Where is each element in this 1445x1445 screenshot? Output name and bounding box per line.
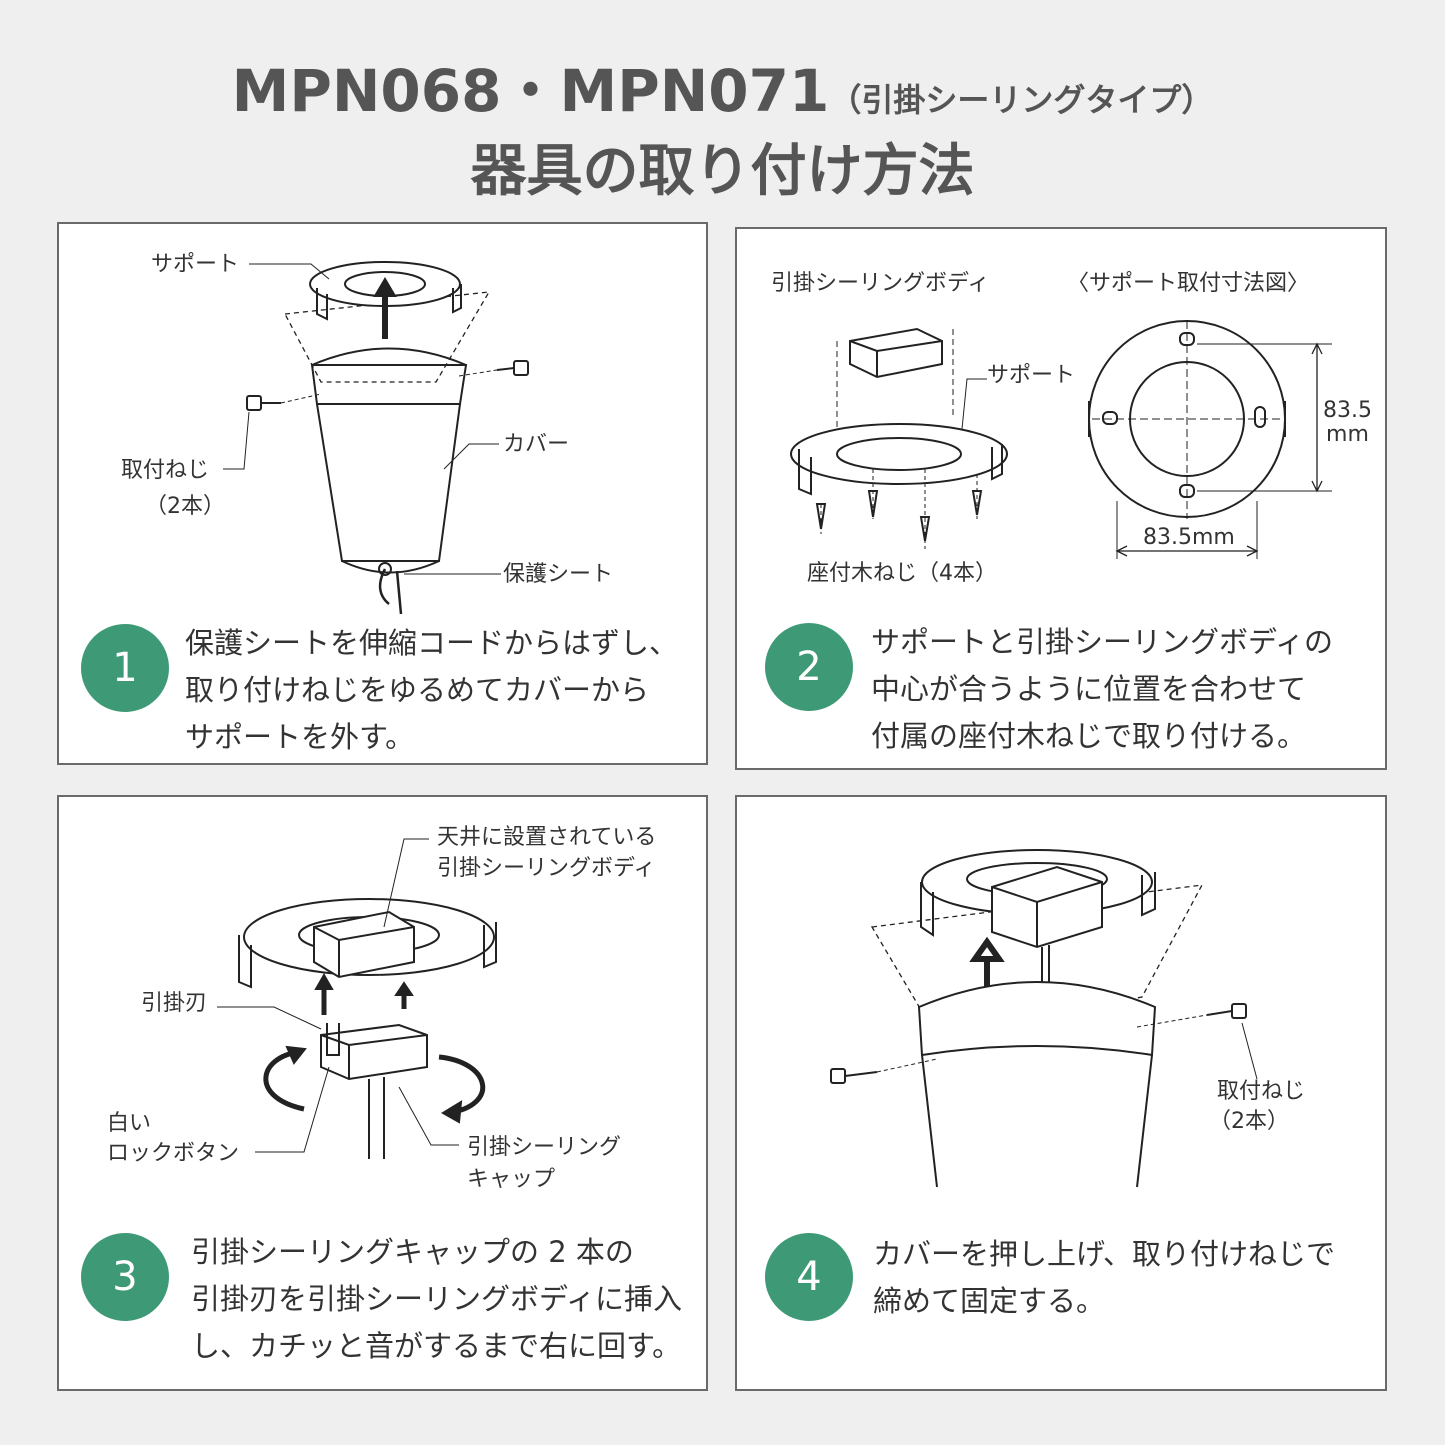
step-1-instructions: 保護シートを伸縮コードからはずし、 取り付けねじをゆるめてカバーから サポートを…	[185, 620, 678, 761]
step-4-line-1: カバーを押し上げ、取り付けねじで	[873, 1237, 1335, 1271]
step-3-number: 3	[81, 1233, 169, 1321]
dim-v-value: 83.5	[1323, 398, 1372, 423]
label-support: サポート	[151, 252, 240, 277]
label-wood-screw: 座付木ねじ（4本）	[807, 561, 997, 586]
label-lock-1: 白い	[107, 1111, 152, 1136]
step-1-illustration	[223, 261, 529, 615]
label-cap-1: 引掛シーリング	[467, 1135, 622, 1160]
label-protective-sheet: 保護シート	[503, 562, 614, 587]
dim-v-unit: mm	[1326, 422, 1369, 447]
label-blade: 引掛刃	[141, 991, 208, 1016]
step-3-line-1: 引掛シーリングキャップの 2 本の	[191, 1235, 634, 1269]
step-3-illustration	[217, 838, 497, 1159]
label-ceiling-body-2: 引掛シーリングボディ	[437, 856, 656, 881]
step-2-line-3: 付属の座付木ねじで取り付ける。	[871, 719, 1307, 753]
step-2-instructions: サポートと引掛シーリングボディの 中心が合うように位置を合わせて 付属の座付木ね…	[871, 619, 1333, 760]
step-1-number: 1	[81, 624, 169, 712]
model-number: MPN068・MPN071	[231, 57, 830, 125]
label-dimension-title: 〈サポート取付寸法図〉	[1067, 271, 1310, 296]
label-screw-count: （2本）	[1209, 1109, 1289, 1134]
step-4-line-2: 締めて固定する。	[873, 1284, 1106, 1318]
page-title: 器具の取り付け方法	[470, 139, 975, 204]
step-2-number: 2	[765, 623, 853, 711]
step-2-line-2: 中心が合うように位置を合わせて	[871, 672, 1307, 706]
label-cover: カバー	[503, 432, 570, 457]
step-4-instructions: カバーを押し上げ、取り付けねじで 締めて固定する。	[873, 1231, 1335, 1325]
step-3-panel: 天井に設置されている 引掛シーリングボディ 引掛刃 白い ロックボタン 引掛シー…	[57, 795, 708, 1391]
step-1-line-1: 保護シートを伸縮コードからはずし、	[185, 626, 679, 660]
step-2-illustration	[790, 320, 1332, 559]
step-4-panel: 取付ねじ （2本） 4 カバーを押し上げ、取り付けねじで 締めて固定する。	[735, 795, 1387, 1391]
label-screw: 取付ねじ	[1217, 1079, 1306, 1104]
label-dim-horizontal: 83.5mm	[1143, 525, 1235, 550]
label-ceiling-body: 引掛シーリングボディ	[771, 271, 990, 296]
step-1-line-3: サポートを外す。	[185, 720, 415, 754]
label-cap-2: キャップ	[467, 1167, 556, 1192]
step-1-line-2: 取り付けねじをゆるめてカバーから	[185, 673, 650, 707]
step-4-number: 4	[765, 1233, 853, 1321]
label-lock-2: ロックボタン	[107, 1141, 240, 1166]
step-4-illustration	[830, 849, 1258, 1188]
label-support: サポート	[987, 363, 1076, 388]
label-screw: 取付ねじ	[121, 458, 210, 483]
step-1-panel: サポート カバー 取付ねじ （2本） 保護シート 1 保護シートを伸縮コードから…	[57, 222, 708, 765]
label-ceiling-body-1: 天井に設置されている	[437, 825, 657, 850]
step-2-line-1: サポートと引掛シーリングボディの	[871, 625, 1333, 659]
step-3-line-3: し、カチッと音がするまで右に回す。	[191, 1329, 682, 1363]
model-subtitle: （引掛シーリングタイプ）	[829, 81, 1214, 119]
header-model-title: MPN068・MPN071（引掛シーリングタイプ）	[0, 44, 1445, 128]
step-3-instructions: 引掛シーリングキャップの 2 本の 引掛刃を引掛シーリングボディに挿入 し、カチ…	[191, 1229, 682, 1370]
label-dim-vertical: 83.5 mm	[1323, 399, 1372, 447]
step-2-panel: 引掛シーリングボディ 〈サポート取付寸法図〉 サポート 座付木ねじ（4本） 83…	[735, 227, 1387, 770]
step-3-line-2: 引掛刃を引掛シーリングボディに挿入	[191, 1282, 682, 1316]
label-screw-count: （2本）	[145, 494, 225, 519]
